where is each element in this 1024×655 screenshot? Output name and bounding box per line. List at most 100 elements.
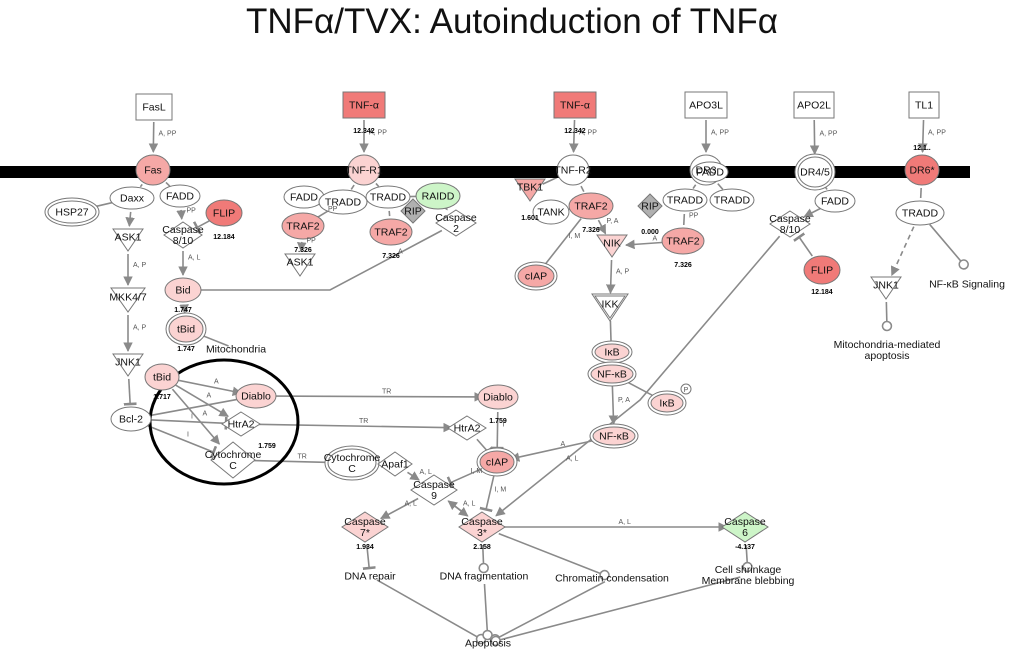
node-apo3l: [684, 91, 728, 119]
edge-nik-to-ikk: [605, 259, 616, 294]
node-tradd3-label: TRADD: [667, 195, 704, 207]
edge-fas-to-fadd1: [165, 181, 171, 187]
edge-nfkb1-to-nfkb2: [608, 385, 619, 425]
edge-label: A, PP: [579, 130, 597, 137]
edge-label: I, M: [569, 233, 581, 240]
edge-label: A, P: [616, 269, 630, 276]
node-bcl2-label: Bcl-2: [119, 414, 143, 426]
node-ikb1-label: IκB: [604, 347, 619, 359]
node-ask1a: [112, 228, 144, 252]
edge-diablo1-to-diablo2: [270, 392, 484, 402]
edge-diablo2-to-ciap2: [490, 411, 504, 450]
edge-cytc1-to-cytc2: [253, 457, 336, 468]
node-htra2a: [221, 411, 261, 437]
edge-daxx-to-ask1a: [125, 211, 135, 228]
node-fadd3: [691, 161, 729, 183]
node-diablo2: [477, 384, 519, 410]
node-htra2a-value: 1.759: [258, 443, 276, 450]
node-mito-label: Mitochondria: [206, 344, 266, 356]
node-hsp27: [47, 200, 97, 224]
node-ciap1: [517, 264, 555, 288]
edge-label: A: [561, 441, 566, 448]
node-dr45-label: DR4/5: [800, 167, 830, 179]
node-tl1: [908, 91, 940, 119]
node-traf2d-value: 7.326: [674, 262, 692, 269]
node-casp6-value: -4.137: [735, 544, 755, 551]
node-htra2a-label: HtrA2: [228, 419, 255, 431]
node-apo2l-label: APO2L: [797, 100, 831, 112]
node-tbid1-label: tBid: [177, 324, 195, 336]
node-diablo1-label: Diablo: [241, 391, 271, 403]
edge-tbid2-to-diablo1: [177, 379, 243, 397]
edge-label: A, L: [420, 469, 433, 476]
node-tnfr1: [347, 154, 381, 186]
page-title: TNFα/TVX: Autoinduction of TNFα: [246, 2, 778, 41]
node-diablo1: [235, 383, 277, 409]
node-flip2-label: FLIP: [811, 265, 833, 277]
node-tradd5-label: TRADD: [902, 208, 939, 220]
edge-dr3-to-tradd3: [692, 184, 697, 189]
node-dnarepair-label: DNA repair: [344, 571, 396, 583]
node-ikb2-label: IκB: [659, 398, 674, 410]
node-apo3l-label: APO3L: [689, 100, 723, 112]
node-ikk: [594, 295, 626, 319]
node-tbid2-value: 1.717: [153, 394, 171, 401]
node-tradd4-label: TRADD: [714, 195, 751, 207]
edge-tbid2-to-cytc1: [171, 388, 220, 445]
node-ask1a-label: ASK1: [115, 232, 142, 244]
node-rip2-label: RIP: [641, 201, 659, 213]
node-tl1-label: TL1: [915, 100, 933, 112]
node-tradd2: [365, 185, 411, 209]
node-ask1b-label: ASK1: [287, 257, 314, 269]
node-jnk1b-label: JNK1: [873, 280, 899, 292]
edge-chromatin-to-apoptosis: [489, 581, 606, 645]
node-casp7-value: 1.934: [356, 544, 374, 551]
node-raidd: [415, 182, 461, 210]
edge-traf2c-to-nik: [597, 219, 607, 235]
edge-bcl2-to-cytc1: [144, 423, 218, 459]
node-nik: [596, 234, 628, 258]
edge-label: PP: [307, 238, 317, 245]
edge-label: I, M: [495, 487, 507, 494]
node-dr6-value: 12.1..: [913, 145, 931, 152]
edge-dnarepair-to-apoptosis: [376, 579, 487, 645]
node-ciap1-label: cIAP: [525, 271, 547, 283]
node-rip1: [400, 198, 426, 224]
edge-label: I: [191, 414, 193, 421]
node-hsp27-label: HSP27: [55, 207, 88, 219]
node-apoptosis-label: Apoptosis: [465, 638, 511, 650]
edge-cellshrink-to-apoptosis: [490, 576, 741, 647]
node-tnfa1: [342, 91, 386, 119]
edge-label: PP: [689, 213, 699, 220]
edge-traf2a-to-ask1b: [296, 241, 307, 252]
edge-label: A: [653, 236, 658, 243]
edge-fadd1-to-casp810a: [176, 209, 186, 221]
node-tradd3: [662, 188, 708, 212]
node-casp3: [458, 511, 506, 543]
edge-tnfr1-to-tradd2: [375, 182, 380, 188]
node-fadd1: [159, 184, 201, 208]
edge-label: A: [207, 393, 212, 400]
node-jnk1a: [112, 353, 144, 377]
edge-label: A, L: [405, 501, 418, 508]
node-tnfr2: [556, 154, 590, 186]
edge-label: TR: [359, 418, 368, 425]
node-dr6: [904, 154, 940, 186]
edge-fas-to-daxx: [139, 183, 143, 188]
edge-label: PP: [328, 206, 338, 213]
node-fas-label: Fas: [144, 165, 162, 177]
node-apo2l: [793, 91, 835, 119]
node-flip1-label: FLIP: [213, 208, 235, 220]
node-fasl: [135, 93, 173, 121]
node-tradd2-label: TRADD: [370, 192, 407, 204]
edge-label: I, M: [471, 468, 483, 475]
nodes-layer: [44, 91, 945, 543]
edge-bid-to-casp2: [198, 229, 443, 291]
node-fadd3-label: FADD: [696, 167, 724, 179]
node-nfkb2: [592, 426, 636, 446]
node-dr45: [797, 156, 833, 188]
edge-traf2c-to-ciap1: [544, 218, 582, 266]
